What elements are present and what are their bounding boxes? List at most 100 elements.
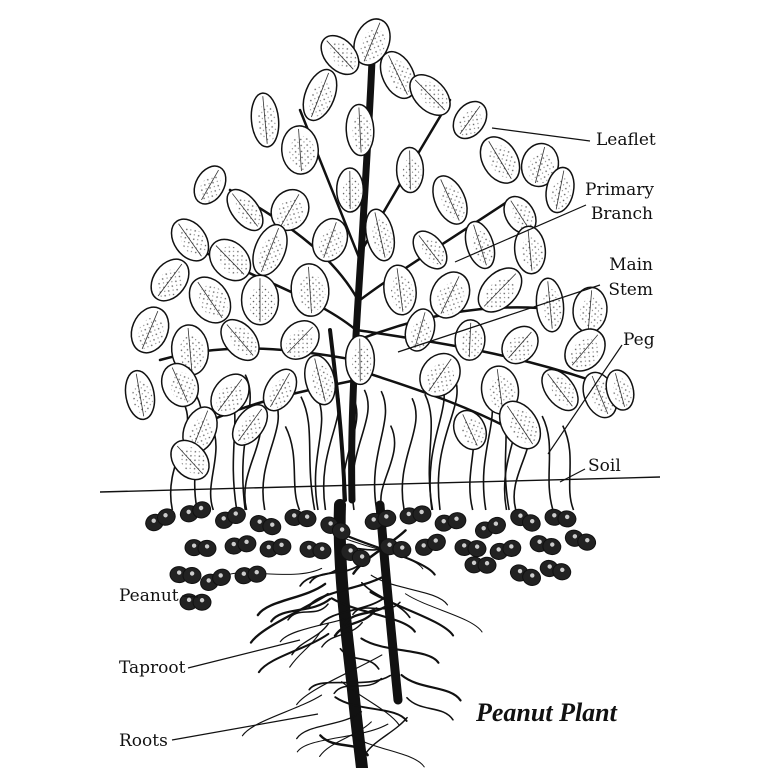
pod-highlight [244, 539, 249, 545]
leaflet [208, 238, 252, 282]
leaflet-shading [521, 236, 544, 270]
leaflet-midrib [571, 334, 599, 366]
leaflet-shading [137, 317, 164, 350]
leaflet-midrib [534, 146, 546, 184]
pod-highlight [547, 564, 552, 569]
pod-highlight [279, 542, 284, 548]
leaflet [498, 400, 542, 450]
leaflet [160, 362, 200, 408]
leaflet [170, 324, 210, 376]
pod-highlight [348, 548, 353, 553]
pod-highlight [198, 505, 204, 511]
leaflet-shading [180, 447, 207, 475]
peanut-pod [510, 508, 541, 532]
root [400, 673, 462, 702]
pod-highlight [530, 573, 535, 578]
leaflet [404, 308, 436, 352]
peanut-pod [434, 512, 467, 532]
peanut-pod [544, 508, 577, 528]
pod-highlight [462, 543, 467, 548]
pod-highlight [241, 571, 247, 576]
leaflet-shading [512, 203, 535, 230]
leaflet-shading [542, 289, 562, 327]
leaflet-midrib [358, 107, 362, 153]
pod-highlight [484, 561, 490, 566]
soil-line [99, 476, 661, 493]
leaflet-midrib [280, 194, 300, 226]
label-roots: Roots [119, 731, 168, 751]
pod-highlight [550, 542, 555, 547]
label-peanut: Peanut [119, 586, 179, 606]
leaflet-shading [198, 285, 228, 318]
pod-highlight [474, 544, 480, 549]
leaflet-midrib [428, 358, 452, 392]
leaflet [345, 103, 375, 157]
pod-highlight [419, 509, 424, 515]
leaflet-midrib [473, 224, 487, 266]
leaflet [302, 68, 338, 122]
root [296, 654, 383, 706]
peg [300, 396, 316, 511]
leaflet-shading [180, 226, 207, 256]
leaflet-midrib [287, 326, 313, 354]
pod-highlight [292, 513, 297, 518]
root [321, 621, 363, 648]
pod-highlight [371, 517, 376, 522]
leaflet-midrib [298, 128, 302, 172]
root [343, 600, 393, 626]
leaflet-midrib [262, 96, 268, 144]
leaflet [379, 50, 417, 100]
leaflet-midrib [215, 245, 245, 275]
leaflet [513, 225, 547, 275]
leaflet-midrib [326, 40, 354, 70]
peanut-pod [184, 539, 217, 557]
leaflet-midrib [527, 229, 533, 271]
leaflet [344, 334, 376, 386]
leaflet-midrib [363, 22, 381, 62]
leaflet-midrib [171, 367, 189, 403]
pod-highlight [400, 545, 405, 550]
leaflet-shading [351, 345, 373, 381]
leaflet [395, 146, 425, 194]
leaflet-shading [235, 196, 261, 226]
pod-highlight [233, 511, 238, 516]
leaflet-midrib [261, 227, 279, 273]
leaflet-midrib [314, 358, 326, 402]
pod-highlight [585, 537, 590, 543]
pod-highlight [359, 554, 365, 559]
pod-highlight [189, 571, 195, 576]
leaflet-shading [391, 275, 414, 311]
leader-roots [171, 713, 319, 741]
pod-highlight [387, 542, 392, 547]
pod-highlight [509, 544, 514, 549]
leaflet-shading [268, 379, 292, 409]
leaflet-midrib [178, 223, 202, 257]
leaflet [501, 325, 539, 365]
leaflet-midrib [496, 369, 504, 411]
leaflet-midrib [418, 235, 442, 265]
leaflet [188, 276, 232, 324]
peanut-pod [340, 543, 371, 567]
pod-highlight [493, 521, 499, 526]
leaflet-midrib [226, 324, 254, 356]
root [350, 734, 425, 768]
label-leaflet: Leaflet [596, 130, 656, 150]
root [360, 637, 440, 664]
leader-soil [559, 468, 586, 483]
pod-highlight [496, 547, 501, 552]
peanut-pod [539, 559, 572, 581]
label-stem: Stem [608, 280, 653, 300]
pod-highlight [199, 598, 205, 603]
pod-highlight [560, 567, 565, 573]
root [319, 721, 372, 758]
leaflet-shading [570, 338, 599, 369]
pod-highlight [257, 519, 262, 524]
leaflet-midrib [459, 105, 481, 135]
leaflet [320, 34, 360, 76]
leaflet-midrib [547, 281, 553, 329]
leaflet-midrib [359, 338, 361, 382]
leaflet [270, 188, 310, 232]
leaflet-midrib [323, 222, 337, 258]
leaflet [383, 264, 417, 316]
leaflet-shading [179, 335, 206, 371]
